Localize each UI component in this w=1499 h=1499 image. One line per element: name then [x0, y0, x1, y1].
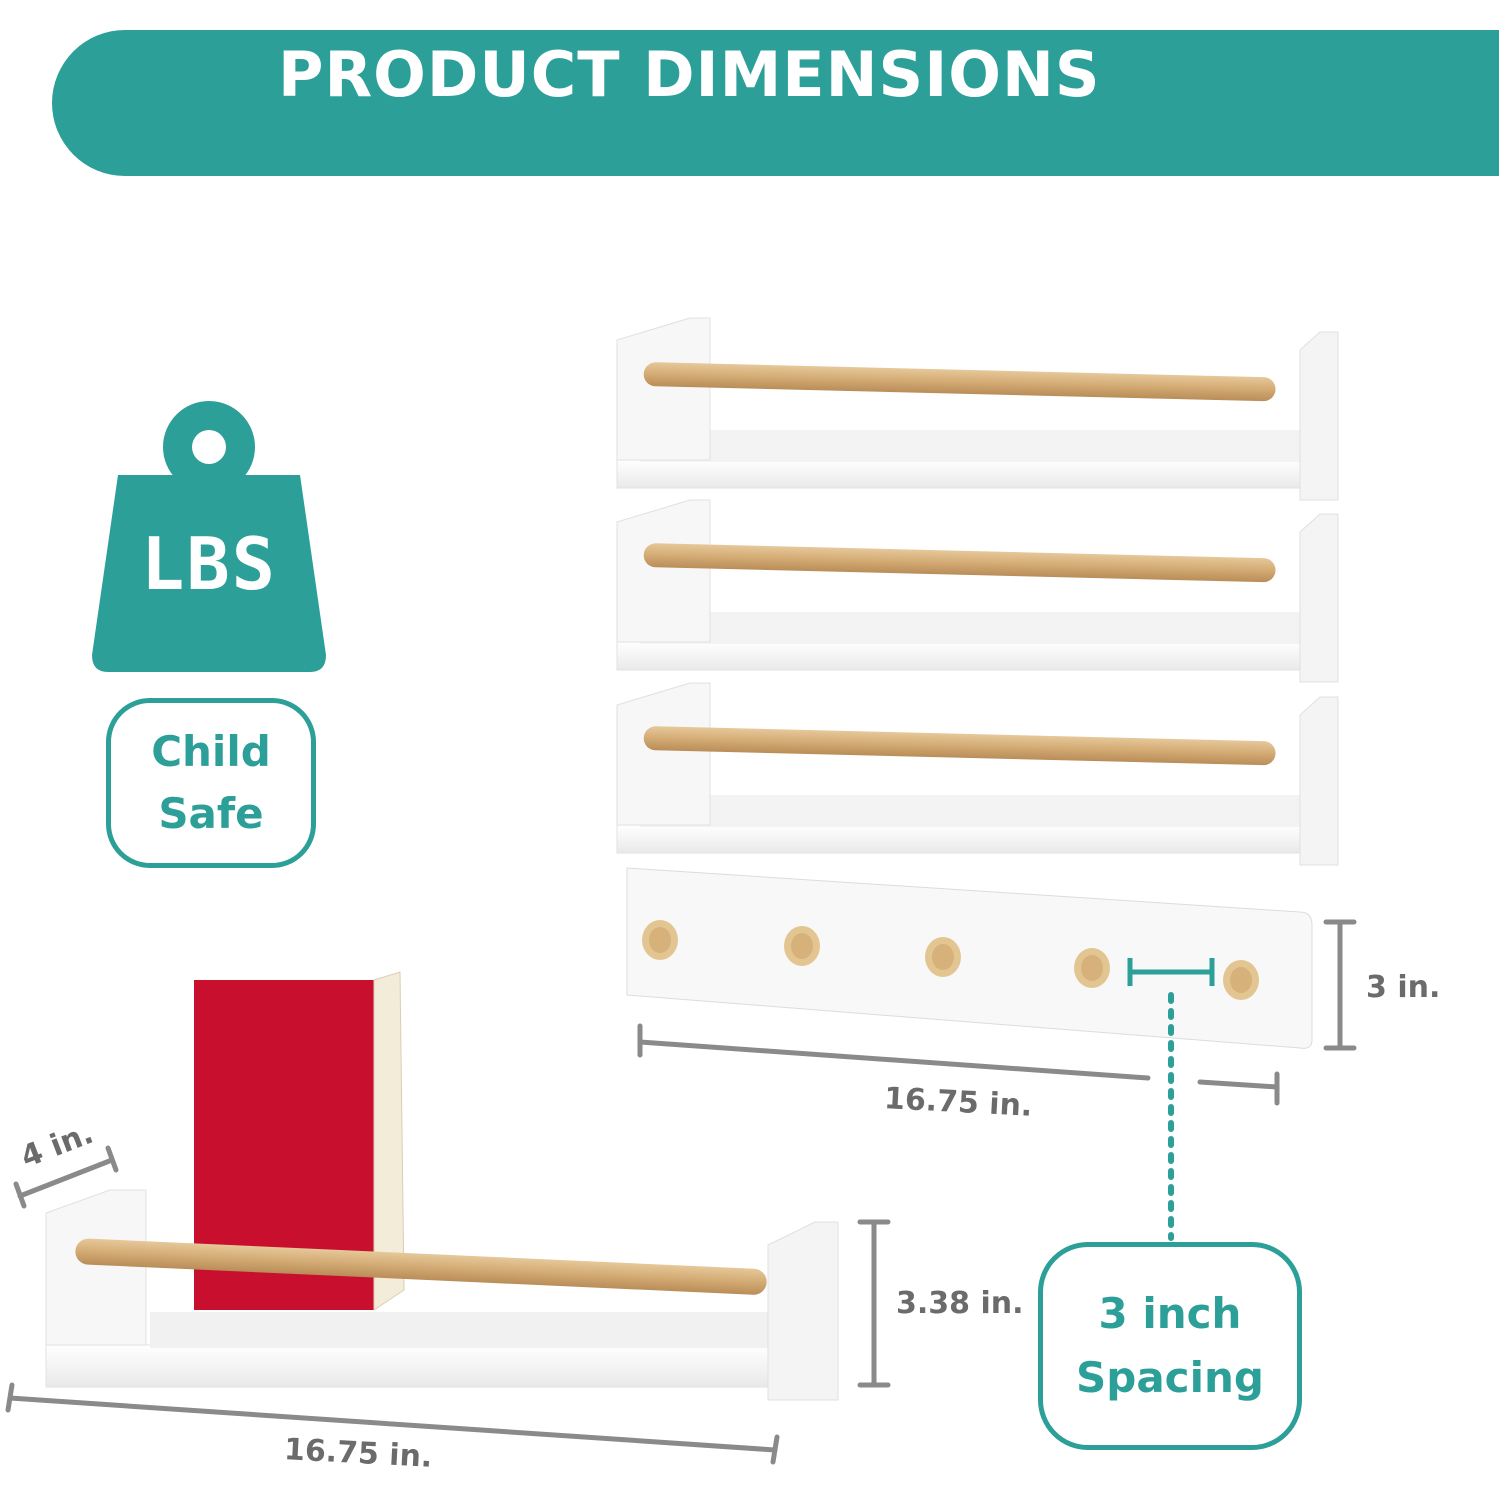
shelf-image — [616, 317, 1339, 501]
dimension-lines — [5, 1145, 891, 1465]
wooden-peg — [1074, 948, 1110, 988]
spacing-line-1: 3 inch — [1098, 1289, 1242, 1338]
spacing-marker — [1127, 958, 1215, 1241]
wooden-peg — [784, 926, 820, 966]
hook-rack-height-label: 3 in. — [1366, 970, 1441, 1005]
hook-rack-image — [626, 867, 1313, 1049]
shelf-image — [616, 682, 1339, 866]
page-title: PRODUCT DIMENSIONS — [278, 38, 1101, 111]
spacing-line-2: Spacing — [1076, 1353, 1264, 1402]
shelf-image — [616, 499, 1339, 683]
dimension-lines — [637, 919, 1357, 1106]
wooden-peg — [925, 937, 961, 977]
child-safe-line-2: Safe — [158, 789, 264, 838]
weight-icon — [92, 401, 326, 672]
weight-label: LBS — [140, 522, 278, 606]
wooden-peg — [1223, 960, 1259, 1000]
child-safe-badge: Child Safe — [106, 698, 316, 868]
child-safe-line-1: Child — [151, 727, 271, 776]
spacing-badge: 3 inch Spacing — [1038, 1242, 1302, 1450]
header-banner — [52, 30, 1499, 176]
shelf-height-label: 3.38 in. — [896, 1286, 1024, 1321]
wooden-peg — [642, 920, 678, 960]
shelf-image — [45, 971, 839, 1401]
